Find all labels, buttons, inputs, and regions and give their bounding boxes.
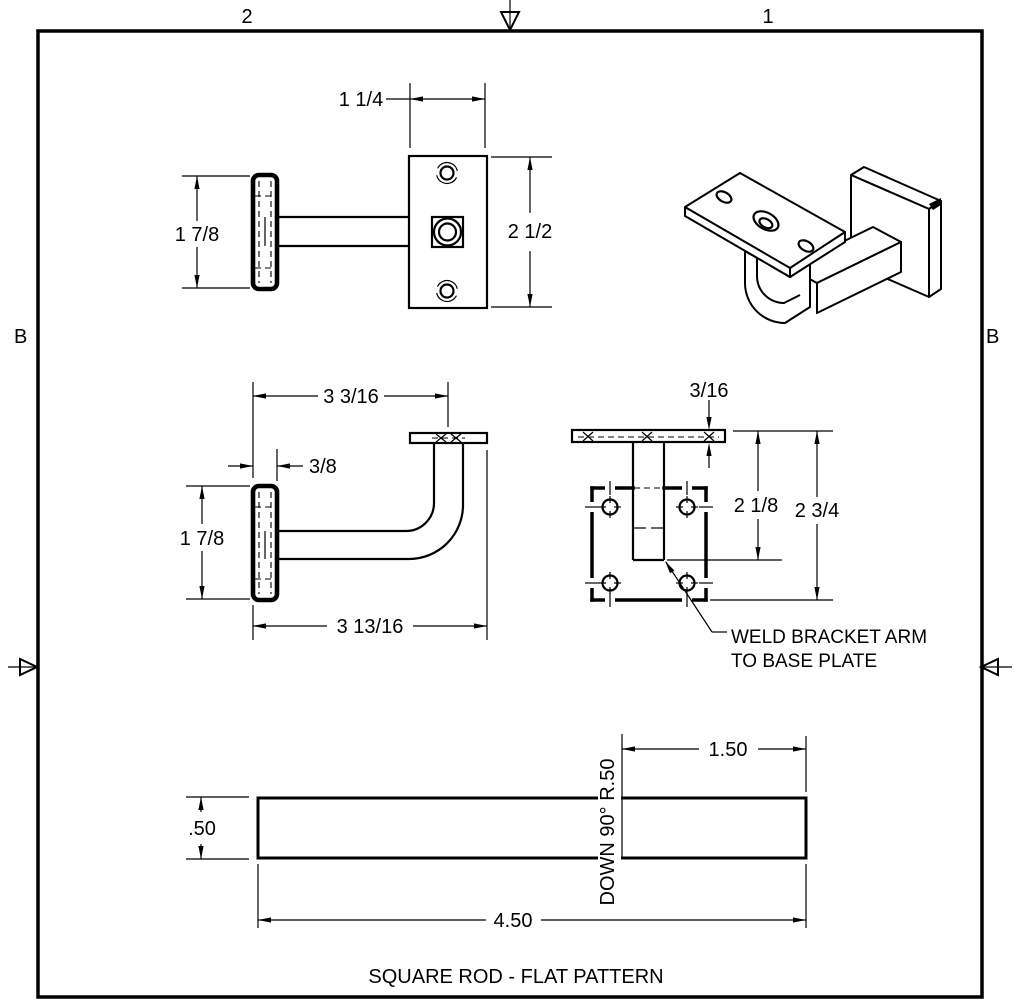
svg-text:1 7/8: 1 7/8	[175, 224, 219, 246]
svg-text:2 1/2: 2 1/2	[508, 221, 552, 243]
dim-plate-width: 1 1/4	[339, 83, 486, 148]
iso-hole	[797, 239, 815, 253]
iso-center-hole	[752, 210, 780, 232]
base-plate-holes	[599, 496, 698, 594]
bend-note-mask	[598, 753, 621, 901]
edge-center-ticks	[585, 481, 713, 607]
dim-rail-plate-thickness: 3/16	[690, 380, 729, 468]
dim-overall-depth: 3 13/16	[252, 450, 488, 640]
front-view: 3/16 2 1/8 2 3/4 WELD BRACKET ARM	[570, 380, 927, 672]
sheet-frame: 2 1 B B	[8, 0, 1012, 999]
svg-text:1.50: 1.50	[709, 739, 748, 761]
weld-note-line1: WELD BRACKET ARM	[731, 627, 927, 648]
flat-pattern-blank	[256, 796, 808, 860]
dim-rail-profile: 1 7/8	[175, 175, 250, 289]
svg-text:2 1/8: 2 1/8	[734, 495, 778, 517]
svg-text:.50: .50	[188, 818, 216, 840]
svg-text:3/16: 3/16	[690, 380, 729, 402]
iso-hole	[715, 190, 733, 204]
svg-text:1 1/4: 1 1/4	[339, 89, 383, 111]
mounting-hole	[439, 165, 455, 181]
weld-note-line2: TO BASE PLATE	[731, 651, 877, 672]
svg-text:1 7/8: 1 7/8	[180, 528, 224, 550]
iso-rail-plate-face	[684, 172, 846, 269]
dim-plate-height: 2 1/2	[491, 156, 552, 308]
dim-blank-length: 4.50	[257, 864, 807, 932]
svg-text:3 13/16: 3 13/16	[337, 616, 404, 638]
mounting-hole	[439, 283, 455, 299]
side-view: 3 3/16 3/8 1 7/8 3	[180, 382, 489, 640]
rail-plate-front-view	[570, 428, 727, 444]
arm-socket	[430, 215, 465, 249]
top-view: 1 1/4 2 1/2 1 7/8	[175, 83, 552, 310]
center-marker-right-icon	[978, 657, 1012, 677]
svg-text:3 3/16: 3 3/16	[323, 386, 379, 408]
flat-pattern-view: 1.50 DOWN 90° R.50 .50 4.50 SQUARE ROD -…	[186, 734, 808, 988]
base-plate-top-view	[407, 154, 489, 310]
iso-arm-front	[816, 241, 902, 314]
dim-bend-to-end: 1.50	[622, 736, 807, 792]
dim-rail-height: 1 7/8	[180, 485, 250, 600]
svg-text:4.50: 4.50	[494, 910, 533, 932]
dim-rod-thickness: .50	[186, 796, 249, 860]
center-marker-top-icon	[499, 0, 521, 33]
dim-arm-length: 2 1/8	[667, 430, 833, 561]
zone-label-left: B	[14, 326, 27, 348]
zone-label-right: B	[986, 326, 999, 348]
dim-overall-height: 2 3/4	[710, 431, 839, 601]
bend-note: DOWN 90° R.50	[597, 759, 619, 906]
flat-pattern-caption: SQUARE ROD - FLAT PATTERN	[368, 966, 663, 988]
dim-to-arm-center: 3 3/16	[252, 382, 449, 478]
dim-rail-thickness: 3/8	[228, 449, 337, 481]
zone-label-top-left: 2	[241, 6, 252, 28]
svg-text:2 3/4: 2 3/4	[795, 500, 839, 522]
rail-plate-side-view	[408, 431, 489, 445]
weld-note: WELD BRACKET ARM TO BASE PLATE	[665, 561, 927, 672]
center-marker-left-icon	[8, 657, 40, 677]
iso-wall-plate-side	[928, 200, 942, 298]
isometric-view	[684, 166, 942, 324]
zone-label-top-right: 1	[762, 6, 773, 28]
svg-text:3/8: 3/8	[309, 456, 337, 478]
